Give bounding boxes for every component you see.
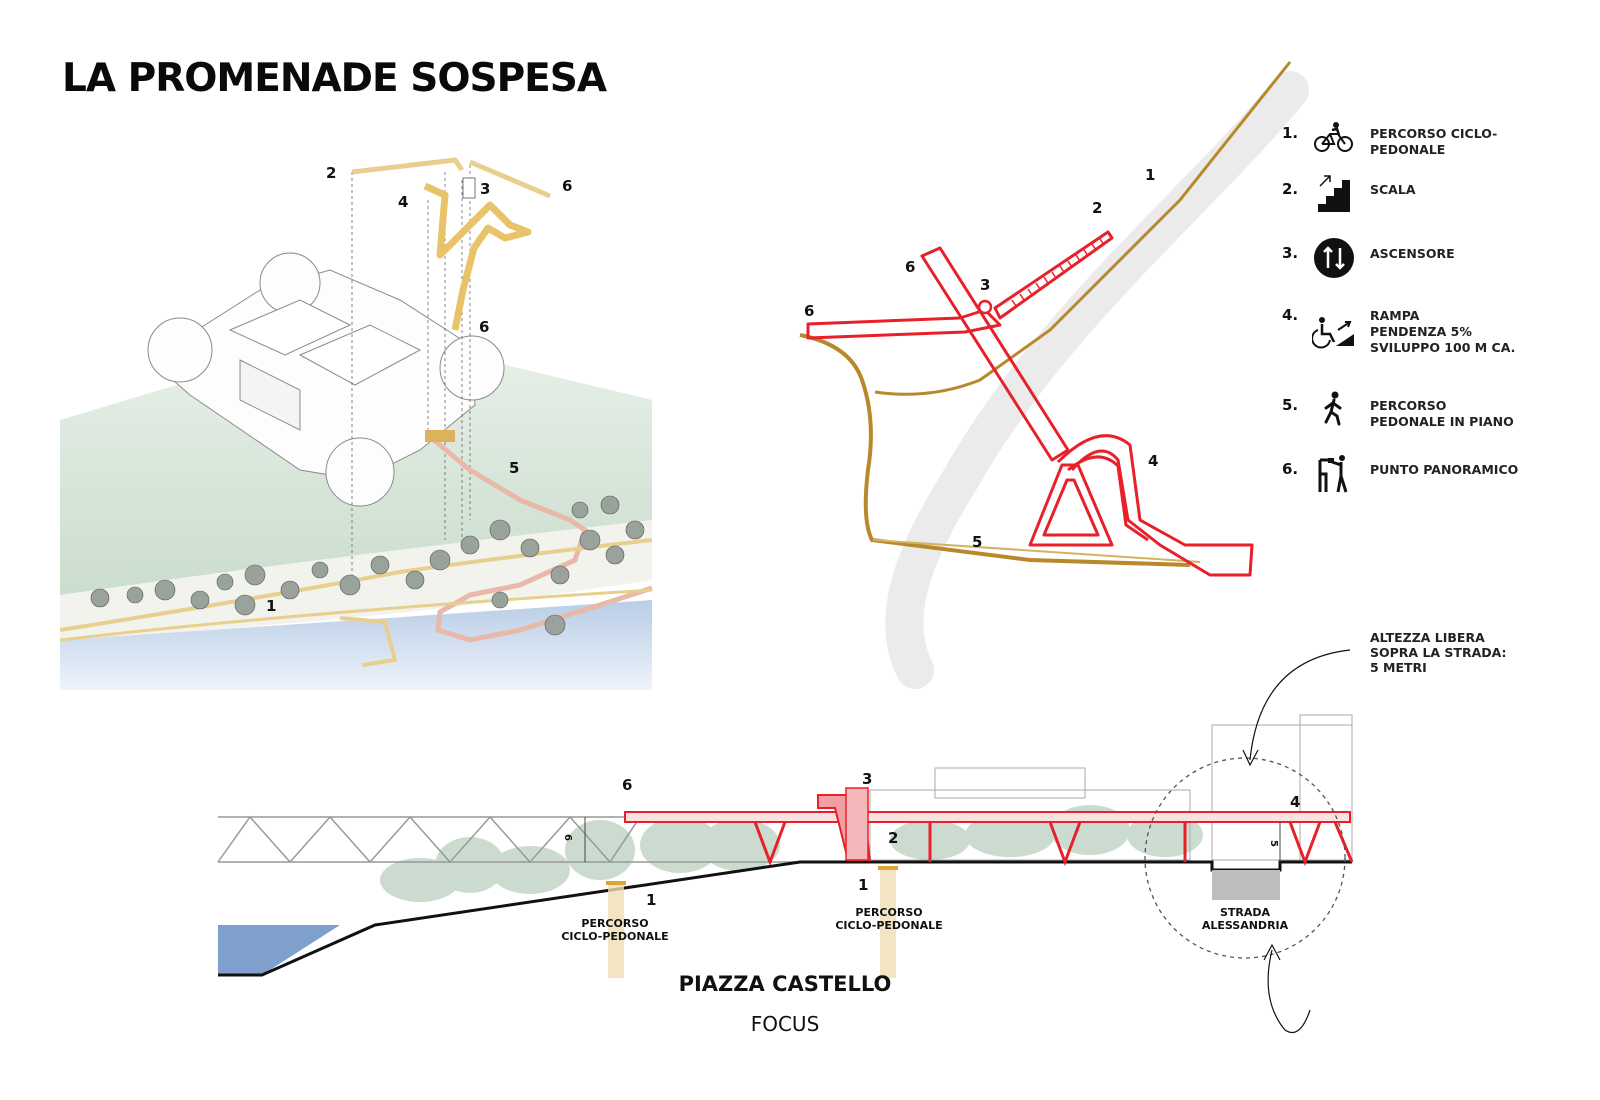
- section-dim-left: 6: [561, 834, 573, 841]
- section-label-6: 6: [622, 776, 633, 794]
- note-line-2: SOPRA LA STRADA:: [1370, 645, 1507, 660]
- viewpoint-icon: [1318, 455, 1348, 493]
- ramp-icon: [1312, 317, 1354, 349]
- section-water: [218, 925, 340, 975]
- plan-gold-curve-thin: [872, 539, 1201, 563]
- elevator-icon: [1314, 238, 1354, 278]
- castle-outline: [147, 252, 505, 507]
- section-cycle-marker-left: [608, 883, 624, 978]
- section-vegetation: [380, 805, 1203, 902]
- axo-bridge-access: [425, 430, 455, 442]
- axo-walkway-5: [426, 433, 653, 643]
- plan-gold-curve: [799, 333, 1191, 567]
- plan-label-4: 4: [1148, 452, 1159, 470]
- plan-label-3: 3: [980, 276, 991, 294]
- focus-title: PIAZZA CASTELLO: [678, 972, 892, 996]
- legend-item-ramp: 4. RAMPA PENDENZA 5% SVILUPPO 100 M CA.: [1282, 302, 1582, 355]
- plan-elevator: [977, 299, 993, 315]
- plan-cycle-path-1: [874, 61, 1292, 396]
- section-ground: [218, 860, 1352, 977]
- plan-stair-hatch: [1011, 238, 1105, 307]
- axo-cycle-path-2: [59, 588, 653, 642]
- axo-ramp: [423, 182, 532, 331]
- axo-label-5: 5: [509, 459, 520, 477]
- axo-label-4: 4: [398, 193, 409, 211]
- note-line-3: 5 METRI: [1370, 660, 1427, 675]
- legend-text: ASCENSORE: [1370, 246, 1455, 261]
- section-label-3: 3: [862, 770, 873, 788]
- river-water: [60, 600, 652, 690]
- plan-label-6a: 6: [905, 258, 916, 276]
- section-truss: [217, 815, 800, 864]
- caption-cycle-path-left: PERCORSO CICLO-PEDONALE: [561, 917, 669, 943]
- legend-num: 5.: [1282, 396, 1299, 414]
- focus-circle: [1144, 757, 1346, 959]
- axo-upper-walk: [351, 157, 465, 175]
- axo-label-1: 1: [266, 597, 277, 615]
- bottom-arrow: [1263, 943, 1311, 1034]
- section-dim-right: 5: [1267, 840, 1279, 847]
- legend-num: 6.: [1282, 460, 1299, 478]
- plan-label-6b: 6: [804, 302, 815, 320]
- axo-label-6a: 6: [562, 177, 573, 195]
- focus-subtitle: FOCUS: [750, 1012, 820, 1036]
- axo-label-2: 2: [326, 164, 337, 182]
- axo-pier: [339, 616, 398, 667]
- page-title: LA PROMENADE SOSPESA: [62, 56, 607, 101]
- legend-item-pedestrian: 5. PERCORSO PEDONALE IN PIANO: [1282, 391, 1582, 442]
- axo-label-3: 3: [480, 180, 491, 198]
- section-cycle-marker-mid-top: [878, 866, 898, 870]
- legend-text: PERCORSO PEDONALE IN PIANO: [1370, 398, 1514, 429]
- section-label-2: 2: [888, 829, 899, 847]
- axo-trees: [90, 495, 645, 636]
- legend-text: SCALA: [1370, 182, 1416, 197]
- axo-upper-walk-2: [469, 159, 551, 199]
- axo-cycle-path: [59, 538, 653, 632]
- plan-label-1: 1: [1145, 166, 1156, 184]
- axo-label-6b: 6: [479, 318, 490, 336]
- caption-road: STRADA ALESSANDRIA: [1201, 906, 1289, 932]
- section-label-1b: 1: [858, 876, 869, 894]
- section-cycle-marker-left-top: [606, 881, 626, 885]
- bicycle-icon: [1314, 122, 1353, 152]
- clearance-note: ALTEZZA LIBERA SOPRA LA STRADA: 5 METRI: [1370, 630, 1507, 675]
- section-red-deck: [624, 787, 1351, 861]
- section-label-4: 4: [1290, 793, 1301, 811]
- legend-item-elevator: 3. ASCENSORE: [1282, 238, 1582, 290]
- caption-cycle-path-mid: PERCORSO CICLO-PEDONALE: [835, 906, 943, 932]
- legend-num: 4.: [1282, 306, 1299, 324]
- section-road: [1212, 870, 1280, 900]
- axo-elevator-shaft: [462, 177, 476, 199]
- legend-item-stairs: 2. SCALA: [1282, 175, 1582, 226]
- plan-road-band: [885, 71, 1309, 689]
- plan-label-2: 2: [1092, 199, 1103, 217]
- legend-num: 2.: [1282, 180, 1299, 198]
- legend-text: PUNTO PANORAMICO: [1370, 462, 1519, 477]
- legend-num: 1.: [1282, 124, 1299, 142]
- legend-text: PERCORSO CICLO- PEDONALE: [1370, 126, 1498, 157]
- section-label-1a: 1: [646, 891, 657, 909]
- note-arrow: [1242, 649, 1351, 767]
- section-cycle-marker-mid: [880, 868, 896, 978]
- legend-item-cycle-path: 1. PERCORSO CICLO- PEDONALE: [1282, 120, 1582, 170]
- note-line-1: ALTEZZA LIBERA: [1370, 630, 1485, 645]
- pedestrian-icon: [1324, 391, 1342, 426]
- legend-text: RAMPA PENDENZA 5% SVILUPPO 100 M CA.: [1370, 308, 1516, 355]
- legend-num: 3.: [1282, 244, 1299, 262]
- stairs-icon: [1318, 175, 1350, 212]
- legend-item-viewpoint: 6. PUNTO PANORAMICO: [1282, 455, 1582, 506]
- plan-red-bridge: [806, 230, 1254, 577]
- plan-label-5: 5: [972, 533, 983, 551]
- section-buildings: [869, 714, 1353, 861]
